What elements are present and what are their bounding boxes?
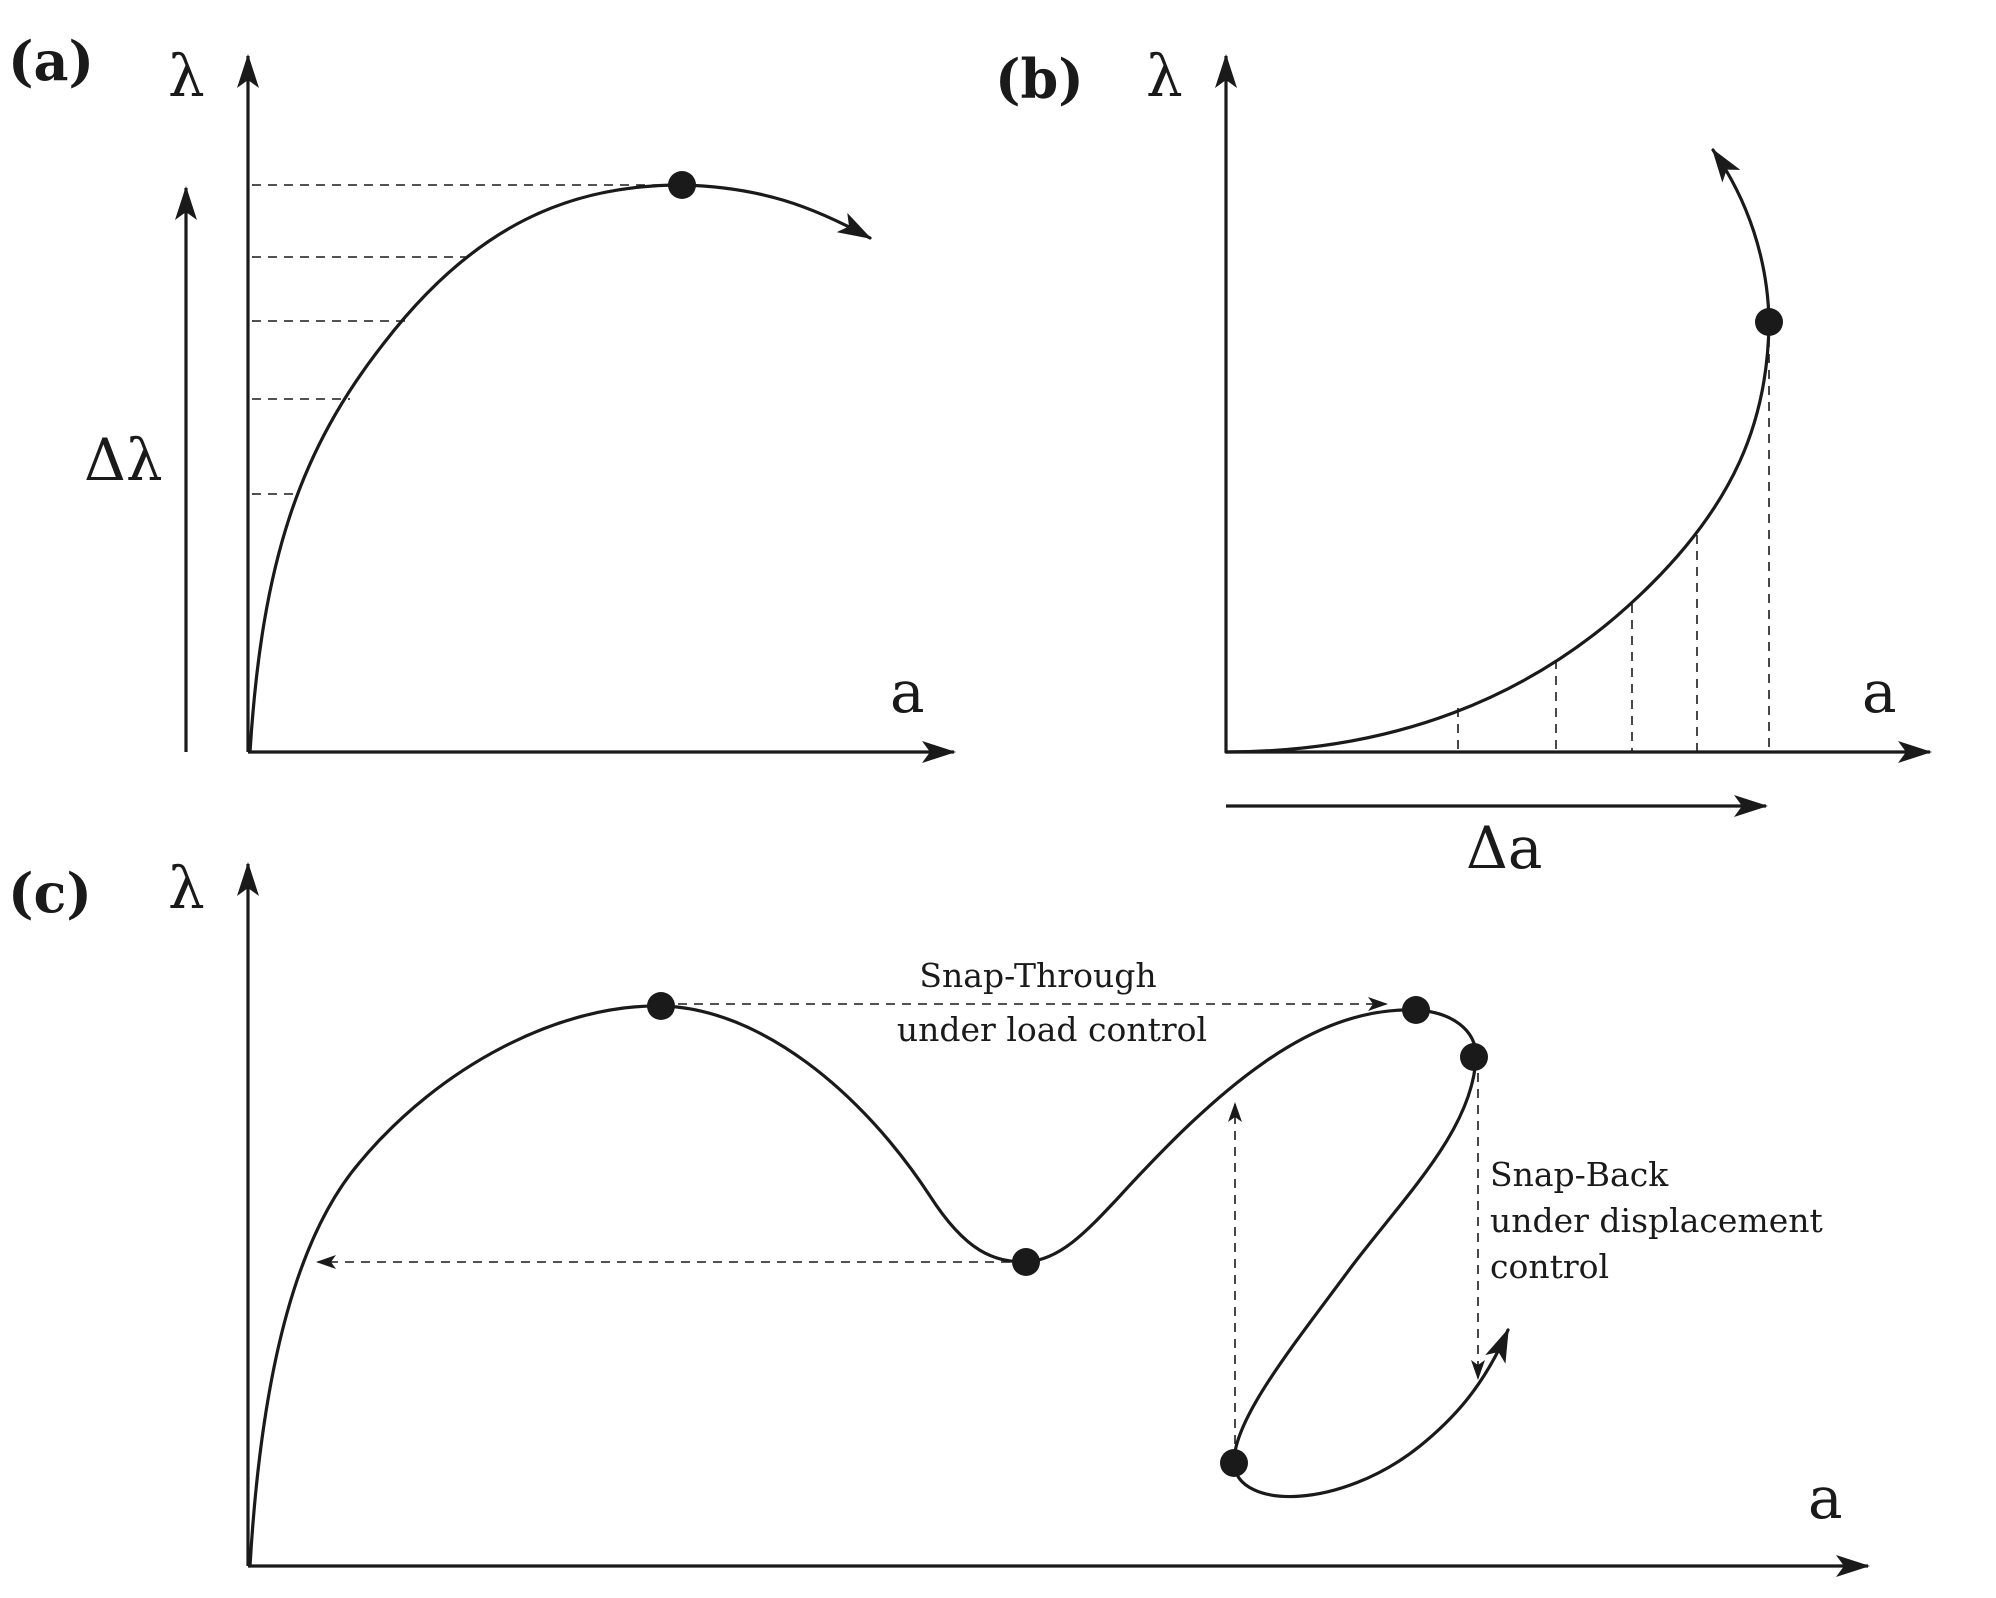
panel-b-equilibrium-curve [1224,148,1771,754]
panel-a-x-axis-label: a [890,658,925,726]
limit-point-max [647,992,675,1020]
panel-a: (a) λ a Δλ [8,29,956,763]
panel-c-x-axis-label: a [1808,1464,1843,1532]
panel-c-y-axis-label: λ [168,854,205,922]
panel-b-increment-label: Δa [1466,814,1542,882]
panel-a-increment-label: Δλ [84,426,163,494]
panel-c-equilibrium-curve [248,1004,1510,1568]
snap-through-label-line1: Snap-Through [919,956,1156,995]
panel-a-limit-point [668,171,696,199]
snap-back-label-line3: control [1490,1247,1609,1286]
panel-b-x-axis-label: a [1862,658,1897,726]
panel-c: (c) λ a Snap-Through under load control … [8,854,1870,1577]
panel-c-label: (c) [8,861,92,925]
limit-point-upper [1402,996,1430,1024]
panel-a-equilibrium-curve [248,183,872,754]
snap-through-label-line2: under load control [897,1010,1207,1049]
turning-point-right [1460,1043,1488,1071]
turning-point-left [1220,1449,1248,1477]
panel-b-y-axis-label: λ [1146,42,1183,110]
panel-b-label: (b) [995,47,1084,111]
snap-back-label-line1: Snap-Back [1490,1155,1669,1194]
panel-a-y-axis-label: λ [168,42,205,110]
panel-b: (b) λ a Δa [995,42,1932,882]
panel-a-label: (a) [8,29,94,93]
panel-b-limit-point [1755,308,1783,336]
limit-point-min [1012,1248,1040,1276]
snap-back-label-line2: under displacement [1490,1201,1823,1240]
